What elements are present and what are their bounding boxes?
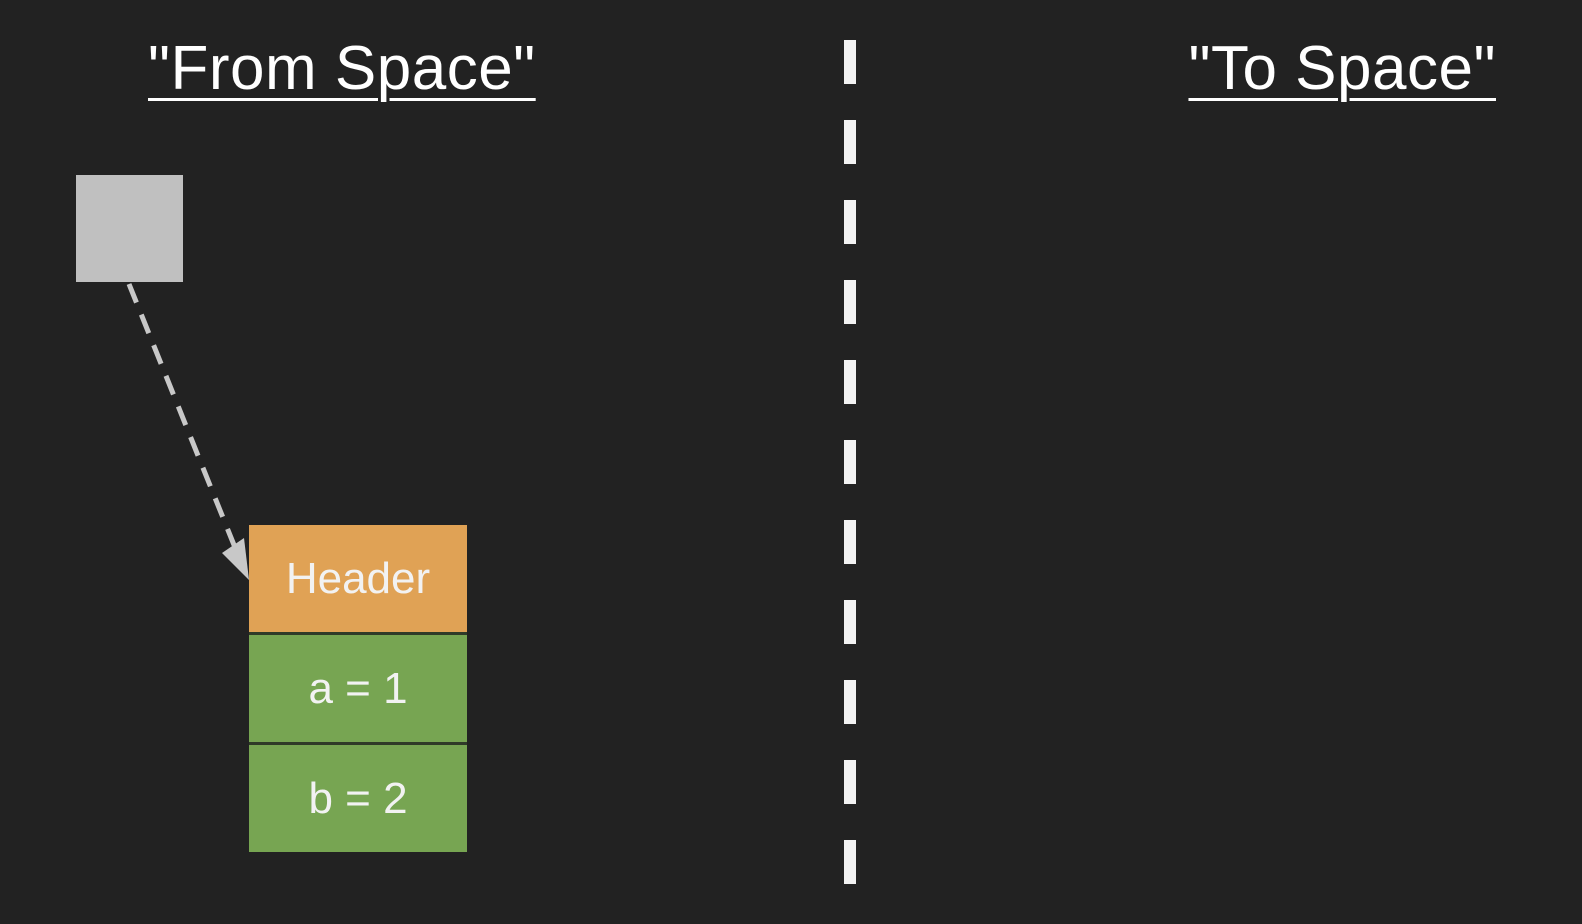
object-field-a: a = 1: [249, 632, 467, 742]
to-space-heading: "To Space": [1188, 34, 1496, 103]
pointer-dashed-line: [126, 283, 239, 551]
object-field-b: b = 2: [249, 742, 467, 852]
object-header-cell: Header: [249, 525, 467, 632]
pointer-arrowhead: [222, 538, 249, 580]
heap-object: Header a = 1 b = 2: [249, 525, 467, 852]
root-reference-square: [76, 175, 183, 282]
from-space-heading: "From Space": [148, 34, 536, 103]
